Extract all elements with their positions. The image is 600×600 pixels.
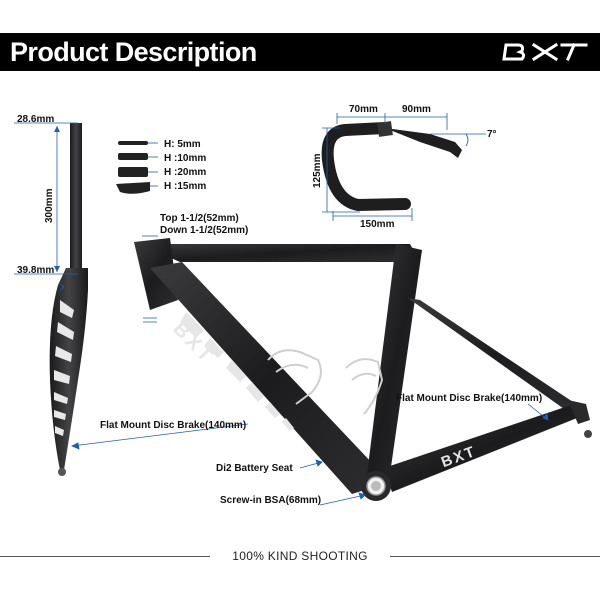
footer-text: 100% KIND SHOOTING (226, 549, 374, 563)
spacer-set (116, 141, 158, 194)
fork (14, 122, 88, 476)
spacer-label-10mm: H :10mm (164, 153, 207, 164)
brand-logo-icon (502, 42, 588, 62)
bottle-cages (267, 349, 384, 415)
spacer-label-5mm: H: 5mm (164, 139, 201, 150)
handlebar-flare: 7° (487, 129, 497, 140)
fork-dropout (58, 468, 66, 476)
headset-top: Top 1-1/2(52mm) (160, 213, 239, 224)
fork-steerer-length: 300mm (44, 188, 55, 223)
rear-brake-label: Flat Mount Disc Brake(140mm) (396, 393, 543, 404)
seat-tube (366, 244, 422, 488)
spacer-10mm (118, 153, 148, 160)
fork-top-diameter: 28.6mm (17, 114, 55, 125)
spacer-15mm-cone (116, 182, 150, 194)
fork-blade (49, 268, 88, 470)
title-banner: Product Description (0, 33, 600, 71)
fork-steerer (70, 123, 82, 273)
fork-crown-diameter: 39.8mm (17, 265, 55, 276)
spacer-5mm (118, 141, 148, 145)
spacer-label-15mm: H :15mm (164, 181, 207, 192)
seat-stay (408, 298, 582, 416)
handlebar-width: 150mm (360, 219, 395, 230)
top-tube (140, 244, 420, 262)
footer-rule-right (390, 556, 600, 557)
fork-graphic (54, 300, 74, 436)
spacer-20mm (118, 167, 148, 177)
fork-brake-label: Flat Mount Disc Brake(140mm) (100, 420, 247, 431)
handlebar-reach-b: 90mm (402, 104, 431, 115)
footer: 100% KIND SHOOTING (0, 549, 600, 563)
handlebar-drop: 125mm (312, 153, 323, 188)
spacer-label-20mm: H :20mm (164, 167, 207, 178)
down-tube (150, 262, 390, 494)
footer-rule-left (0, 556, 210, 557)
frame (71, 235, 592, 506)
headset-down: Down 1-1/2(52mm) (160, 225, 249, 236)
downtube-graphic (180, 312, 294, 431)
handlebar-reach-a: 70mm (349, 104, 378, 115)
handlebar (321, 113, 486, 221)
page-title: Product Description (10, 37, 257, 67)
rear-axle (584, 430, 592, 438)
di2-battery-label: Di2 Battery Seat (216, 463, 293, 474)
chain-stay (384, 404, 582, 492)
bottom-bracket-label: Screw-in BSA(68mm) (220, 495, 322, 506)
